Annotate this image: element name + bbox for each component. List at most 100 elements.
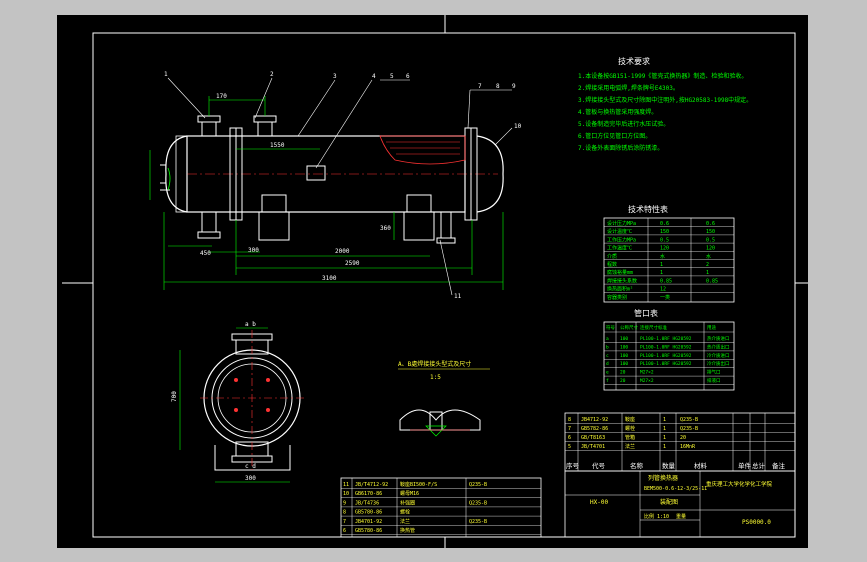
nozzle-table-cell: 排气口 bbox=[707, 369, 721, 376]
nozzle-table-cell: a bbox=[606, 337, 609, 342]
left-channel bbox=[175, 135, 188, 213]
tech-req-line: 7.设备外表面除锈后涂防锈漆。 bbox=[578, 144, 663, 152]
saddle-left bbox=[258, 212, 290, 241]
tech-table-cell: 水 bbox=[706, 253, 711, 260]
parts-header-cell: 备注 bbox=[772, 461, 786, 470]
side-dim-top: a b bbox=[245, 321, 256, 328]
dim-text: 3100 bbox=[322, 275, 337, 282]
tech-table-cell: 工作温度℃ bbox=[607, 245, 632, 252]
drawing-border bbox=[92, 32, 796, 538]
part-num: 7 bbox=[478, 83, 482, 90]
left-parts-cell: JB4701-92 bbox=[355, 519, 382, 525]
cutaway-hatch bbox=[386, 141, 460, 155]
nozzle-table-cell: PL100-1.0RF HG20592 bbox=[640, 361, 692, 367]
part-num: 1 bbox=[164, 71, 168, 78]
nozzle-table-cell: c bbox=[606, 354, 609, 359]
nozzle-table-title: 管口表 bbox=[634, 308, 658, 318]
tech-table-cell: 设计温度℃ bbox=[607, 228, 632, 235]
title-frame bbox=[564, 470, 796, 538]
tech-table-cell: 1 bbox=[660, 262, 663, 268]
tech-table-title: 技术特性表 bbox=[628, 204, 668, 214]
saddle-left-pad bbox=[261, 194, 287, 213]
parts-cell: 1 bbox=[663, 444, 666, 450]
nozzle-table-cell: 排液口 bbox=[707, 377, 721, 384]
parts-cell: 6 bbox=[568, 435, 571, 441]
parts-cell: 8 bbox=[568, 417, 571, 423]
nozzle-top-left-flange bbox=[197, 115, 221, 123]
tech-table-cell: 容器类别 bbox=[607, 294, 627, 301]
left-parts-cell: 11 bbox=[343, 482, 349, 488]
tech-req-line: 5.设备制造完毕后进行水压试验。 bbox=[578, 120, 669, 128]
tech-req-title: 技术要求 bbox=[618, 56, 650, 66]
part-num: 8 bbox=[496, 83, 500, 90]
part-num: 5 bbox=[390, 73, 394, 80]
dim-text: 450 bbox=[200, 250, 211, 257]
nozzle-table-cell: 20 bbox=[620, 370, 626, 376]
parts-header-cell: 代号 bbox=[592, 461, 606, 470]
dim-text: 170 bbox=[216, 93, 227, 100]
nozzle-table-cell: 100 bbox=[620, 353, 628, 359]
dimension-lines bbox=[149, 96, 504, 290]
left-parts-cell: Q235-B bbox=[469, 519, 487, 525]
part-num: 2 bbox=[270, 71, 274, 78]
nozzle-table-cell: 20 bbox=[620, 378, 626, 384]
parts-cell: 1 bbox=[663, 417, 666, 423]
tech-req-line: 3.焊接接头型式及尺寸除图中注明外,按HG20583-1998中规定。 bbox=[578, 96, 752, 104]
nozzle-table-header: 符号 bbox=[606, 324, 615, 331]
title-spec: BEM500-0.6-12-3/25-1I bbox=[644, 486, 707, 492]
tech-table-cell: 0.6 bbox=[660, 221, 669, 227]
parts-cell: 鞍座 bbox=[625, 416, 635, 423]
saddle-right bbox=[403, 212, 435, 241]
nozzle-table-cell: b bbox=[606, 344, 609, 350]
title-name: 列管换热器 bbox=[648, 474, 678, 482]
dim-text: 300 bbox=[248, 247, 259, 254]
nozzle-top-right bbox=[257, 121, 273, 137]
tech-table-cell: 2 bbox=[706, 262, 709, 268]
tech-table-cell: 腐蚀裕量mm bbox=[607, 269, 633, 276]
tech-requirements: 技术要求 1.本设备按GB151-1999《管壳式换热器》制造、检验和验收。 2… bbox=[578, 56, 752, 152]
left-parts-cell: Q235-B bbox=[469, 482, 487, 488]
tech-table-cell: 程数 bbox=[607, 261, 617, 268]
left-parts-cell: 法兰 bbox=[400, 518, 410, 525]
nameplate bbox=[306, 165, 326, 181]
dimension-texts: 3100 2590 2000 1550 170 450 300 360 bbox=[200, 93, 391, 282]
left-parts-cell: 6 bbox=[343, 528, 346, 534]
left-parts-cell: GB5780-86 bbox=[355, 528, 382, 534]
left-parts-cell: JB/T4712-92 bbox=[355, 482, 388, 488]
title-block: 列管换热器 BEM500-0.6-12-3/25-1I 装配图 重庆理工大学化学… bbox=[564, 470, 796, 538]
dim-text: 1550 bbox=[270, 142, 285, 149]
left-parts-cell: Q235-B bbox=[469, 500, 487, 506]
tech-req-line: 2.焊接采用电弧焊,焊条牌号E4303。 bbox=[578, 84, 679, 92]
tech-table-cell: 设计压力MPa bbox=[607, 220, 636, 227]
parts-cell: JB/T4701 bbox=[581, 444, 605, 450]
nozzle-top-left bbox=[201, 121, 217, 137]
parts-header-cell: 材料 bbox=[694, 461, 708, 470]
vessel-side-view: 700 300 a b c d bbox=[171, 321, 304, 483]
side-saddle bbox=[214, 445, 291, 471]
part-numbers: 1 2 3 4 5 6 7 8 9 10 11 bbox=[164, 71, 522, 300]
tech-table-cell: 0.5 bbox=[706, 237, 715, 243]
tech-req-line: 4.管板与换热管采用强度焊。 bbox=[578, 108, 657, 116]
tech-table-cell: 150 bbox=[706, 229, 715, 235]
left-parts-cell: 螺栓 bbox=[400, 509, 410, 516]
tech-table-cell: 水 bbox=[660, 253, 665, 260]
parts-cell: Q235-B bbox=[680, 417, 698, 423]
tech-table-cell: 工作压力MPa bbox=[607, 236, 636, 243]
nozzle-table-header: 用途 bbox=[707, 324, 716, 331]
tech-table-cell: 换热面积m² bbox=[607, 286, 633, 293]
tech-table-cell: 焊接接头系数 bbox=[607, 277, 637, 284]
detail-weld bbox=[425, 425, 447, 437]
cutaway-section bbox=[379, 135, 466, 165]
left-parts-cell: 8 bbox=[343, 510, 346, 516]
tech-table-cell: 120 bbox=[706, 246, 715, 252]
title-drawing-no: HX-00 bbox=[590, 499, 608, 506]
left-parts-cell: 7 bbox=[343, 519, 346, 525]
nozzle-table-cell: d bbox=[606, 361, 609, 367]
parts-header-cell: 总计 bbox=[752, 461, 766, 470]
tech-table-cell: 120 bbox=[660, 246, 669, 252]
tech-table-cell: 0.6 bbox=[706, 221, 715, 227]
parts-cell: JB4712-92 bbox=[581, 417, 608, 423]
